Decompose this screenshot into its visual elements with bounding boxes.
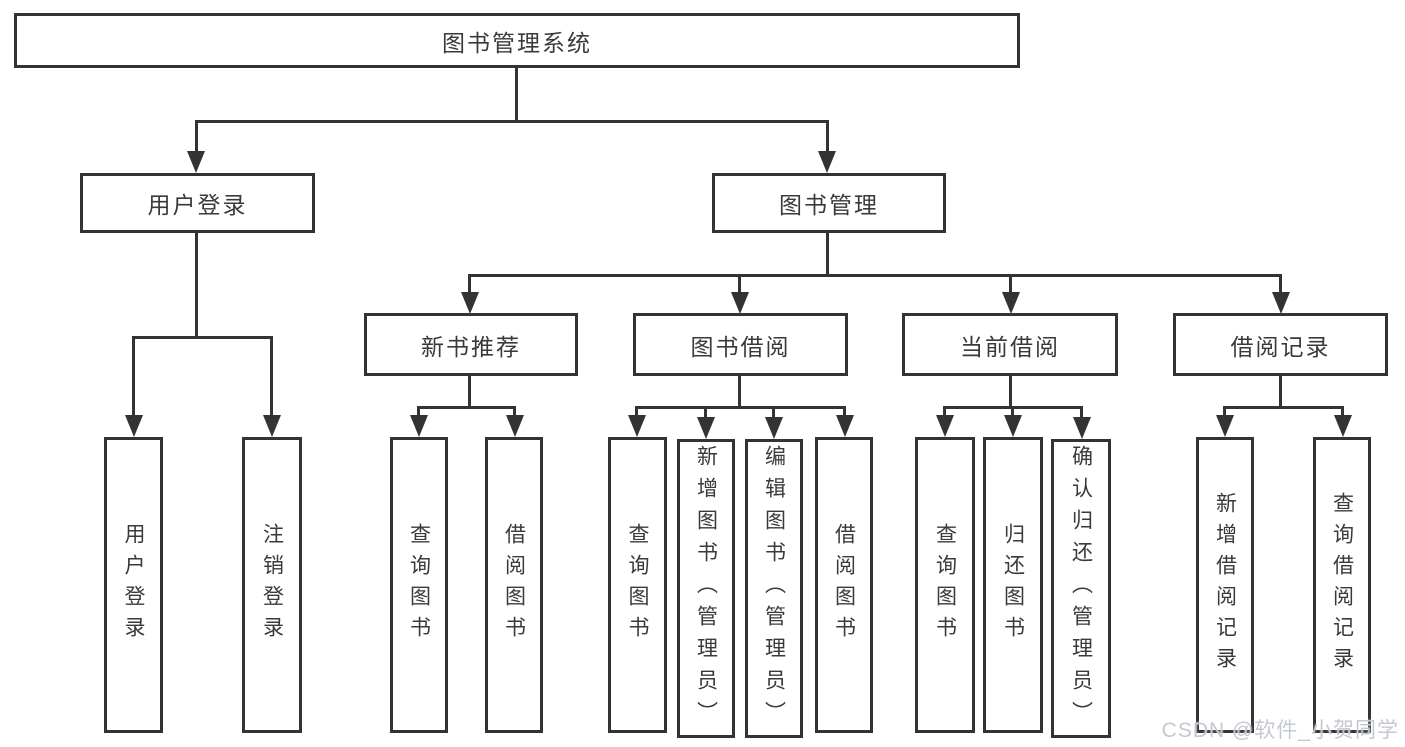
leaf-add-book-admin-label: 新增图书（管理员） (694, 444, 718, 733)
connector-book-management-stem (826, 233, 829, 277)
node-user-login: 用户登录 (80, 173, 315, 233)
leaf-borrow-book-recommend-label: 借阅图书 (502, 523, 526, 647)
arrowhead (1334, 415, 1352, 437)
leaf-confirm-return-admin: 确认归还（管理员） (1051, 439, 1111, 738)
leaf-add-borrow-record: 新增借阅记录 (1196, 437, 1254, 733)
arrow-shaft (1011, 406, 1014, 417)
arrow-shaft (843, 406, 846, 417)
node-book-borrowing-label: 图书借阅 (690, 333, 791, 360)
arrow-shaft (1279, 274, 1282, 294)
node-new-book-recommend-label: 新书推荐 (421, 333, 521, 360)
arrowhead (1002, 292, 1020, 314)
leaf-add-book-admin: 新增图书（管理员） (677, 439, 735, 738)
node-user-login-label: 用户登录 (147, 192, 248, 218)
connector-current-borrowing-stem (1009, 376, 1012, 409)
arrow-shaft (513, 406, 516, 417)
leaf-edit-book-admin: 编辑图书（管理员） (745, 439, 803, 738)
connector-borrowing-records-stem (1279, 376, 1282, 409)
arrow-shaft (1080, 406, 1083, 419)
arrowhead (1216, 415, 1234, 437)
connector-level2-rail (195, 120, 829, 123)
arrowhead (1073, 417, 1091, 439)
arrow-shaft (132, 336, 135, 417)
node-borrowing-records: 借阅记录 (1173, 313, 1388, 376)
connector-user-login-rail (132, 336, 273, 339)
leaf-query-book-current: 查询图书 (915, 437, 975, 733)
leaf-confirm-return-admin-label: 确认归还（管理员） (1069, 444, 1093, 733)
arrowhead (765, 417, 783, 439)
arrow-shaft (635, 406, 638, 417)
csdn-watermark: CSDN @软件_小贺同学 (1161, 719, 1399, 742)
arrow-shaft (1223, 406, 1226, 417)
node-book-borrowing: 图书借阅 (633, 313, 848, 376)
leaf-logout: 注销登录 (242, 437, 302, 733)
leaf-borrow-book-borrowing: 借阅图书 (815, 437, 873, 733)
node-root-label: 图书管理系统 (442, 29, 592, 56)
connector-user-login-stem (195, 233, 198, 339)
arrowhead (818, 151, 836, 173)
arrowhead (506, 415, 524, 437)
node-current-borrowing-label: 当前借阅 (960, 333, 1060, 360)
connector-borrowing-records-rail (1223, 406, 1344, 409)
leaf-query-book-recommend: 查询图书 (390, 437, 448, 733)
leaf-query-book-current-label: 查询图书 (933, 523, 957, 647)
arrowhead (731, 292, 749, 314)
arrowhead (628, 415, 646, 437)
arrowhead (1004, 415, 1022, 437)
leaf-query-borrow-record: 查询借阅记录 (1313, 437, 1371, 733)
arrow-shaft (270, 336, 273, 417)
arrowhead (936, 415, 954, 437)
leaf-query-borrow-record-label: 查询借阅记录 (1330, 492, 1354, 678)
arrow-shaft (826, 120, 829, 153)
leaf-borrow-book-borrowing-label: 借阅图书 (832, 523, 856, 647)
arrow-shaft (468, 274, 471, 294)
leaf-return-book: 归还图书 (983, 437, 1043, 733)
node-new-book-recommend: 新书推荐 (364, 313, 578, 376)
arrowhead (187, 151, 205, 173)
leaf-query-book-borrowing-label: 查询图书 (626, 523, 649, 647)
node-borrowing-records-label: 借阅记录 (1230, 333, 1331, 360)
node-book-management-label: 图书管理 (779, 192, 879, 218)
connector-new-book-recommend-rail (417, 406, 516, 409)
connector-book-borrowing-rail (635, 406, 846, 409)
leaf-add-borrow-record-label: 新增借阅记录 (1213, 492, 1237, 678)
arrowhead (125, 415, 143, 437)
leaf-logout-label: 注销登录 (260, 523, 284, 647)
arrow-shaft (417, 406, 420, 417)
arrowhead (263, 415, 281, 437)
leaf-query-book-recommend-label: 查询图书 (407, 523, 431, 647)
connector-book-borrowing-stem (738, 376, 741, 409)
node-root: 图书管理系统 (14, 13, 1020, 68)
connector-new-book-recommend-stem (468, 376, 471, 409)
connector-level3-rail (468, 274, 1282, 277)
arrowhead (410, 415, 428, 437)
arrow-shaft (704, 406, 707, 419)
leaf-user-login: 用户登录 (104, 437, 163, 733)
arrowhead (697, 417, 715, 439)
leaf-borrow-book-recommend: 借阅图书 (485, 437, 543, 733)
arrow-shaft (1009, 274, 1012, 294)
arrowhead (461, 292, 479, 314)
arrowhead (1272, 292, 1290, 314)
arrow-shaft (772, 406, 775, 419)
arrow-shaft (738, 274, 741, 294)
arrow-shaft (1341, 406, 1344, 417)
leaf-edit-book-admin-label: 编辑图书（管理员） (762, 444, 786, 733)
leaf-query-book-borrowing: 查询图书 (608, 437, 667, 733)
node-current-borrowing: 当前借阅 (902, 313, 1118, 376)
node-book-management: 图书管理 (712, 173, 946, 233)
arrowhead (836, 415, 854, 437)
arrow-shaft (195, 120, 198, 153)
leaf-user-login-label: 用户登录 (122, 523, 145, 647)
arrow-shaft (943, 406, 946, 417)
connector-root-stem (515, 68, 518, 122)
leaf-return-book-label: 归还图书 (1001, 523, 1025, 647)
